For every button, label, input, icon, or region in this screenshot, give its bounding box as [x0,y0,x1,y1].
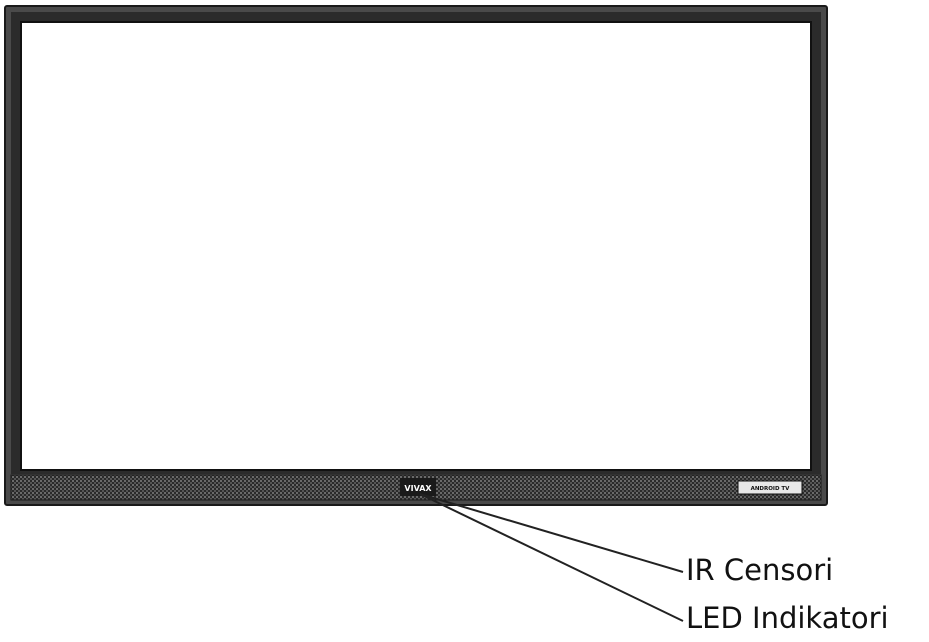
tv-screen [20,21,812,471]
led-indicator-label: LED Indikatori [686,601,889,635]
led-indicator-leader-line [419,493,684,622]
brand-logo: VIVAX [404,484,432,493]
android-tv-badge-text: ANDROID TV [751,486,791,492]
ir-sensor-leader-line [419,493,684,573]
ir-sensor-label: IR Censori [686,553,834,587]
android-tv-badge [737,480,803,495]
brand-logo-plate [400,478,436,496]
